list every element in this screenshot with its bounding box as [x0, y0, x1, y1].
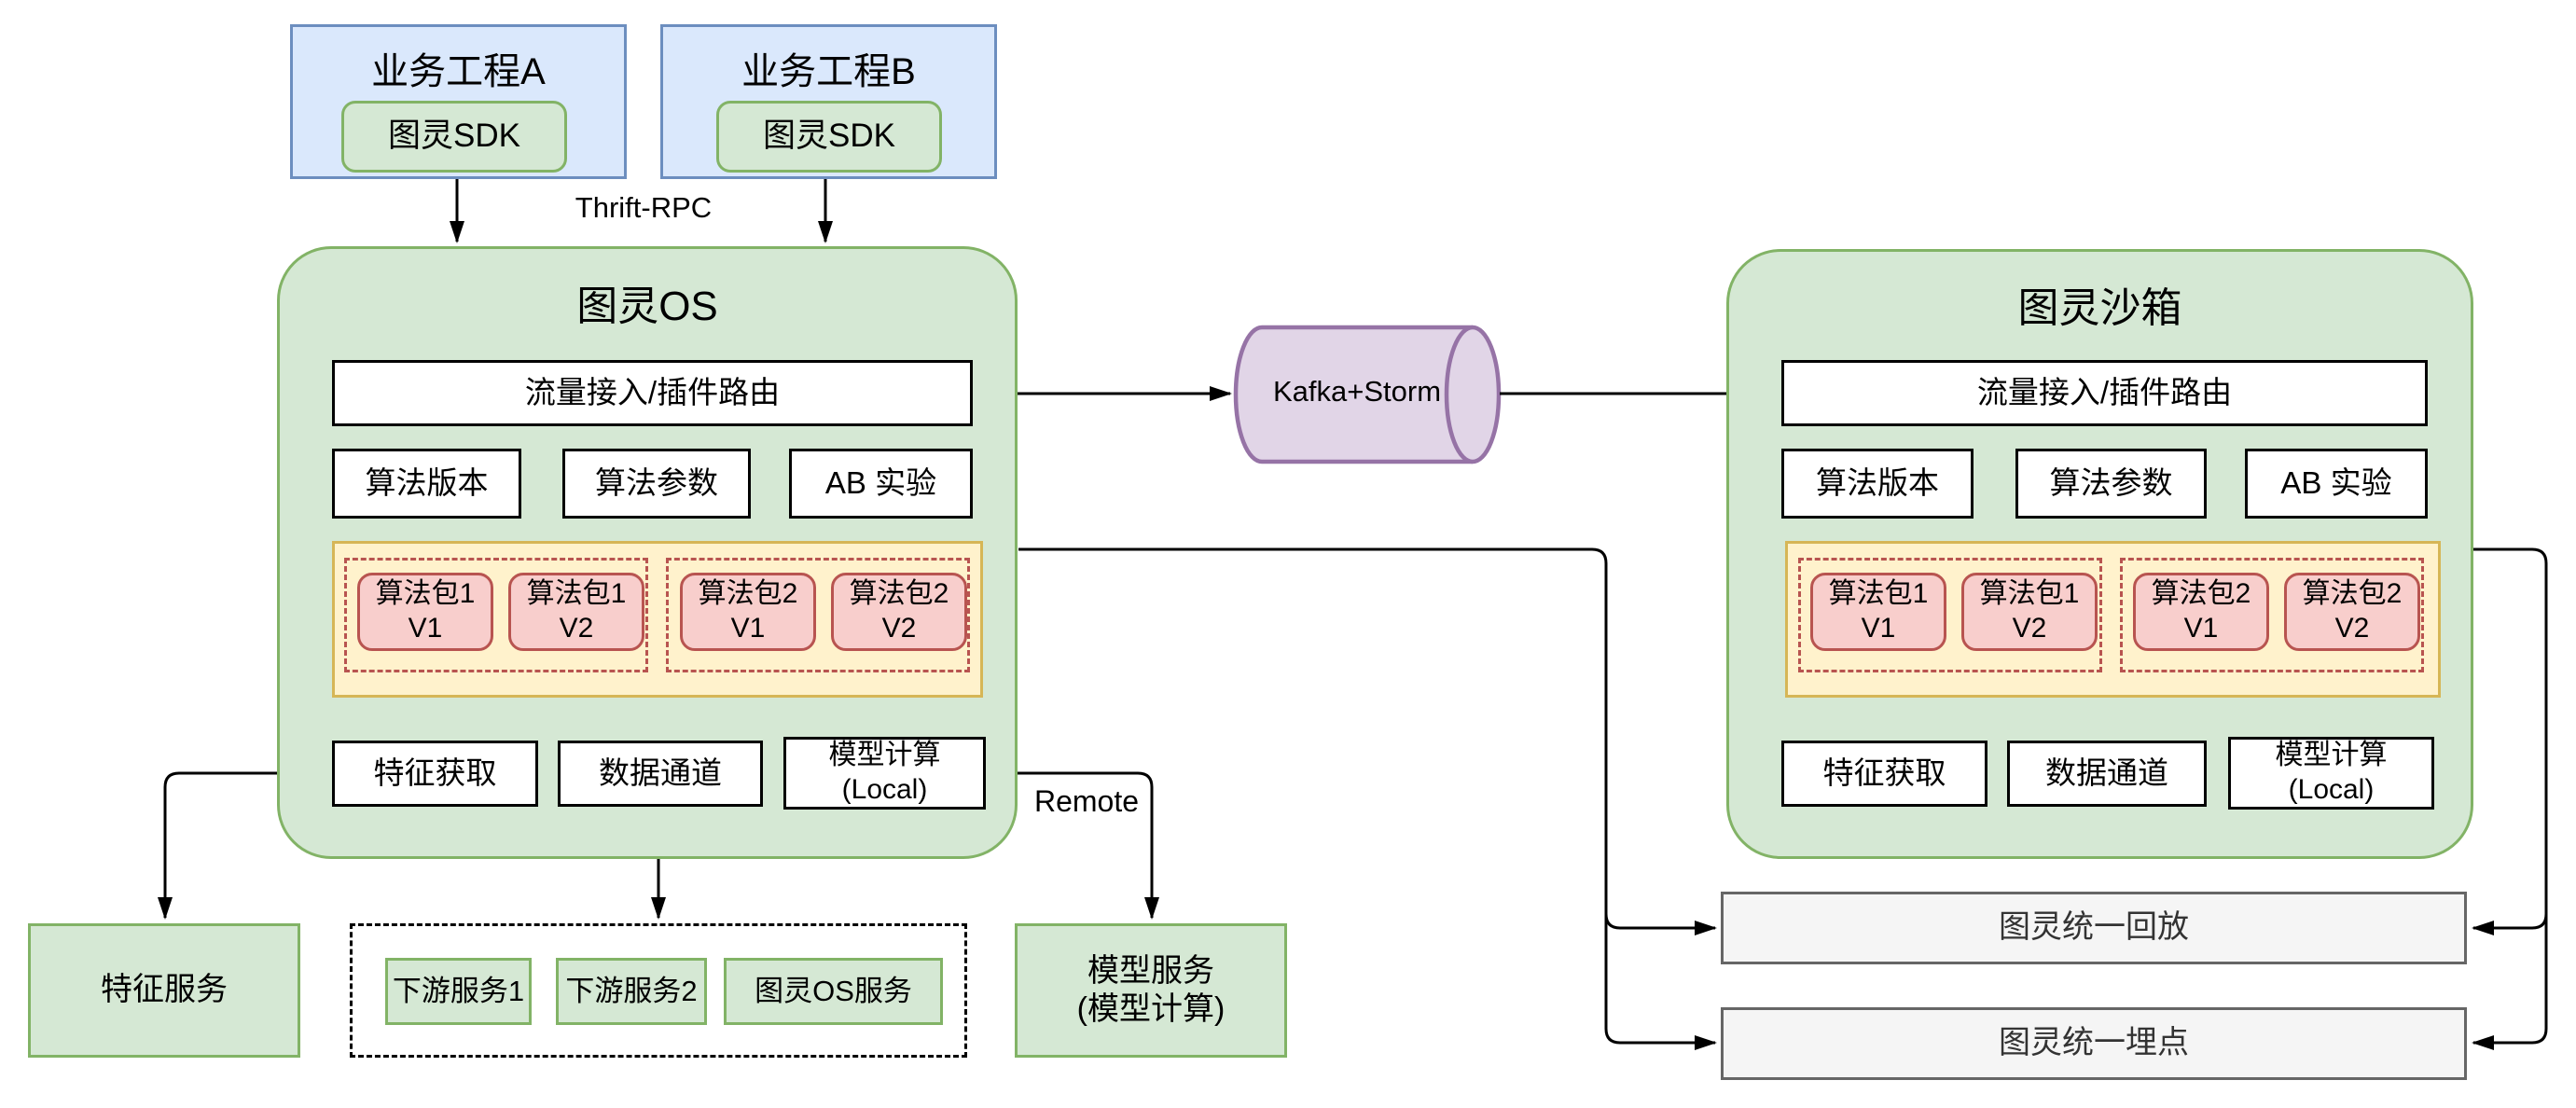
package-name: 算法包2	[2151, 578, 2251, 610]
edge-sandbox-to-replay-branch	[2472, 913, 2548, 935]
unified-tracking-box: 图灵统一埋点	[1721, 1007, 2467, 1080]
os-model-compute-label: 模型计算	[828, 740, 941, 771]
package-name: 算法包2	[698, 578, 798, 610]
package-version: V2	[881, 613, 917, 644]
package-name: 算法包1	[526, 578, 627, 610]
turing-sdk-b-label: 图灵SDK	[763, 118, 895, 155]
sandbox-package-group-2	[2120, 558, 2424, 672]
turing-sandbox-title: 图灵沙箱	[2017, 285, 2182, 331]
os-data-channel-label: 数据通道	[599, 755, 722, 791]
package-name: 算法包2	[2302, 578, 2403, 610]
os-model-compute-mode: (Local)	[841, 774, 928, 805]
package-version: V1	[730, 613, 766, 644]
sandbox-data-channel-box: 数据通道	[2007, 741, 2207, 807]
sandbox-algo-params-box: 算法参数	[2015, 449, 2207, 519]
package-version: V2	[2012, 613, 2047, 644]
os-feature-fetch-label: 特征获取	[373, 755, 497, 791]
os-package-2-v1-box: 算法包2 V1	[680, 573, 816, 651]
os-traffic-routing-label: 流量接入/插件路由	[524, 375, 781, 410]
sandbox-algo-params-label: 算法参数	[2049, 465, 2173, 501]
remote-label: Remote	[1033, 784, 1140, 818]
model-service-sublabel: (模型计算)	[1076, 991, 1226, 1027]
sandbox-package-1-v1-box: 算法包1 V1	[1810, 573, 1946, 651]
unified-replay-box: 图灵统一回放	[1721, 892, 2467, 964]
edge-sandbox-to-tracking-trunk	[2472, 547, 2548, 1050]
edge-os-to-replay-branch	[1604, 913, 1717, 935]
sandbox-algo-version-box: 算法版本	[1781, 449, 1974, 519]
package-version: V1	[2183, 613, 2219, 644]
sandbox-algo-version-label: 算法版本	[1816, 465, 1939, 501]
downstream-service-1-label: 下游服务1	[392, 975, 525, 1008]
downstream-service-1-box: 下游服务1	[385, 958, 532, 1025]
os-feature-fetch-box: 特征获取	[332, 741, 538, 807]
turing-os-service-label: 图灵OS服务	[755, 975, 912, 1008]
sandbox-ab-test-label: AB 实验	[2280, 465, 2392, 501]
sandbox-package-1-v2-box: 算法包1 V2	[1961, 573, 2098, 651]
unified-tracking-label: 图灵统一埋点	[1999, 1025, 2189, 1061]
downstream-service-2-label: 下游服务2	[565, 975, 698, 1008]
turing-sdk-a-box: 图灵SDK	[341, 101, 567, 173]
project-b-title: 业务工程B	[741, 51, 916, 92]
downstream-service-2-box: 下游服务2	[556, 958, 707, 1025]
os-ab-test-box: AB 实验	[789, 449, 973, 519]
downstream-services-group	[350, 923, 967, 1058]
sandbox-data-channel-label: 数据通道	[2045, 755, 2168, 791]
sandbox-model-compute-box: 模型计算 (Local)	[2228, 737, 2434, 810]
os-ab-test-label: AB 实验	[824, 465, 937, 501]
os-algo-params-label: 算法参数	[595, 465, 718, 501]
package-name: 算法包2	[849, 578, 949, 610]
thrift-rpc-label: Thrift-RPC	[575, 191, 713, 224]
package-name: 算法包1	[1979, 578, 2080, 610]
sandbox-traffic-routing-label: 流量接入/插件路由	[1976, 375, 2233, 410]
feature-service-label: 特征服务	[101, 972, 228, 1008]
sandbox-feature-fetch-box: 特征获取	[1781, 741, 1987, 807]
sandbox-traffic-routing-box: 流量接入/插件路由	[1781, 360, 2428, 426]
sandbox-package-2-v2-box: 算法包2 V2	[2284, 573, 2420, 651]
os-algo-params-box: 算法参数	[562, 449, 751, 519]
package-version: V2	[2334, 613, 2370, 644]
unified-replay-label: 图灵统一回放	[1999, 909, 2189, 946]
package-name: 算法包1	[375, 578, 476, 610]
model-service-box: 模型服务 (模型计算)	[1015, 923, 1287, 1058]
os-package-1-v1-box: 算法包1 V1	[357, 573, 493, 651]
kafka-storm-label: Kafka+Storm	[1272, 375, 1442, 408]
model-service-label: 模型服务	[1087, 952, 1214, 989]
package-name: 算法包1	[1828, 578, 1929, 610]
os-package-2-v2-box: 算法包2 V2	[831, 573, 967, 651]
sandbox-package-group-1	[1798, 558, 2102, 672]
turing-os-title: 图灵OS	[576, 284, 718, 329]
sandbox-package-2-v1-box: 算法包2 V1	[2133, 573, 2269, 651]
project-a-title: 业务工程A	[371, 51, 546, 92]
turing-sdk-b-box: 图灵SDK	[716, 101, 942, 173]
package-version: V1	[408, 613, 443, 644]
os-package-group-2	[666, 558, 970, 672]
os-package-group-1	[344, 558, 648, 672]
sandbox-feature-fetch-label: 特征获取	[1822, 755, 1946, 791]
os-model-compute-box: 模型计算 (Local)	[783, 737, 986, 810]
feature-service-box: 特征服务	[28, 923, 300, 1058]
os-package-1-v2-box: 算法包1 V2	[508, 573, 644, 651]
turing-sdk-a-label: 图灵SDK	[388, 118, 520, 155]
os-algo-version-label: 算法版本	[365, 465, 489, 501]
os-traffic-routing-box: 流量接入/插件路由	[332, 360, 973, 426]
sandbox-ab-test-box: AB 实验	[2245, 449, 2428, 519]
sandbox-model-compute-label: 模型计算	[2275, 740, 2388, 771]
os-algo-version-box: 算法版本	[332, 449, 521, 519]
package-version: V1	[1861, 613, 1896, 644]
package-version: V2	[559, 613, 594, 644]
turing-os-service-box: 图灵OS服务	[724, 958, 943, 1025]
os-data-channel-box: 数据通道	[558, 741, 763, 807]
sandbox-model-compute-mode: (Local)	[2288, 774, 2375, 805]
